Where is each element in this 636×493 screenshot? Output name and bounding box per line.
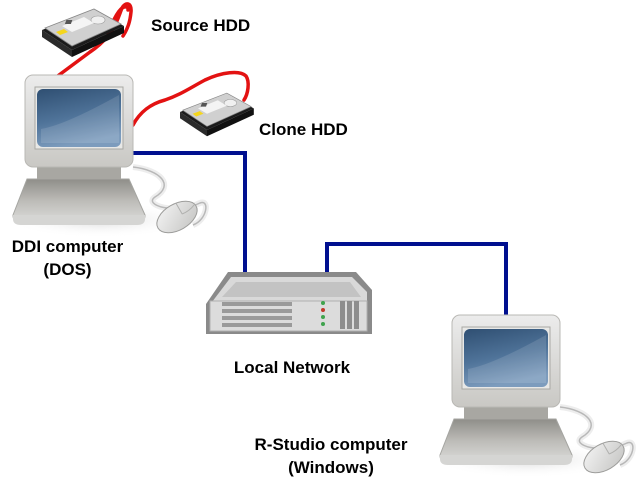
source-hdd-icon[interactable]	[41, 8, 125, 58]
switch-led-3	[321, 315, 325, 319]
clone-hdd-label: Clone HDD	[259, 120, 348, 139]
ddi-computer-label: DDI computer (DOS)	[0, 235, 135, 281]
source-hdd-label: Source HDD	[151, 16, 251, 35]
ddi-computer-label-line1: DDI computer	[11, 237, 124, 256]
ddi-computer-label-line2: (DOS)	[43, 260, 92, 279]
clone-hdd-cable	[131, 70, 250, 127]
switch-led-4	[321, 322, 325, 326]
ddi-computer-icon[interactable]	[5, 75, 206, 239]
switch-to-rstudio-cable	[325, 242, 508, 316]
switch-led-2	[321, 308, 325, 312]
switch-led-1	[321, 301, 325, 305]
rstudio-computer-icon[interactable]	[432, 315, 633, 479]
rstudio-computer-label-line1: R-Studio computer	[254, 435, 408, 454]
local-network-label: Local Network	[233, 358, 351, 377]
rstudio-computer-label: R-Studio computer (Windows)	[228, 433, 434, 479]
rstudio-computer-label-line2: (Windows)	[288, 458, 374, 477]
ddi-to-switch-cable	[133, 151, 247, 272]
network-switch-icon[interactable]	[206, 272, 372, 334]
